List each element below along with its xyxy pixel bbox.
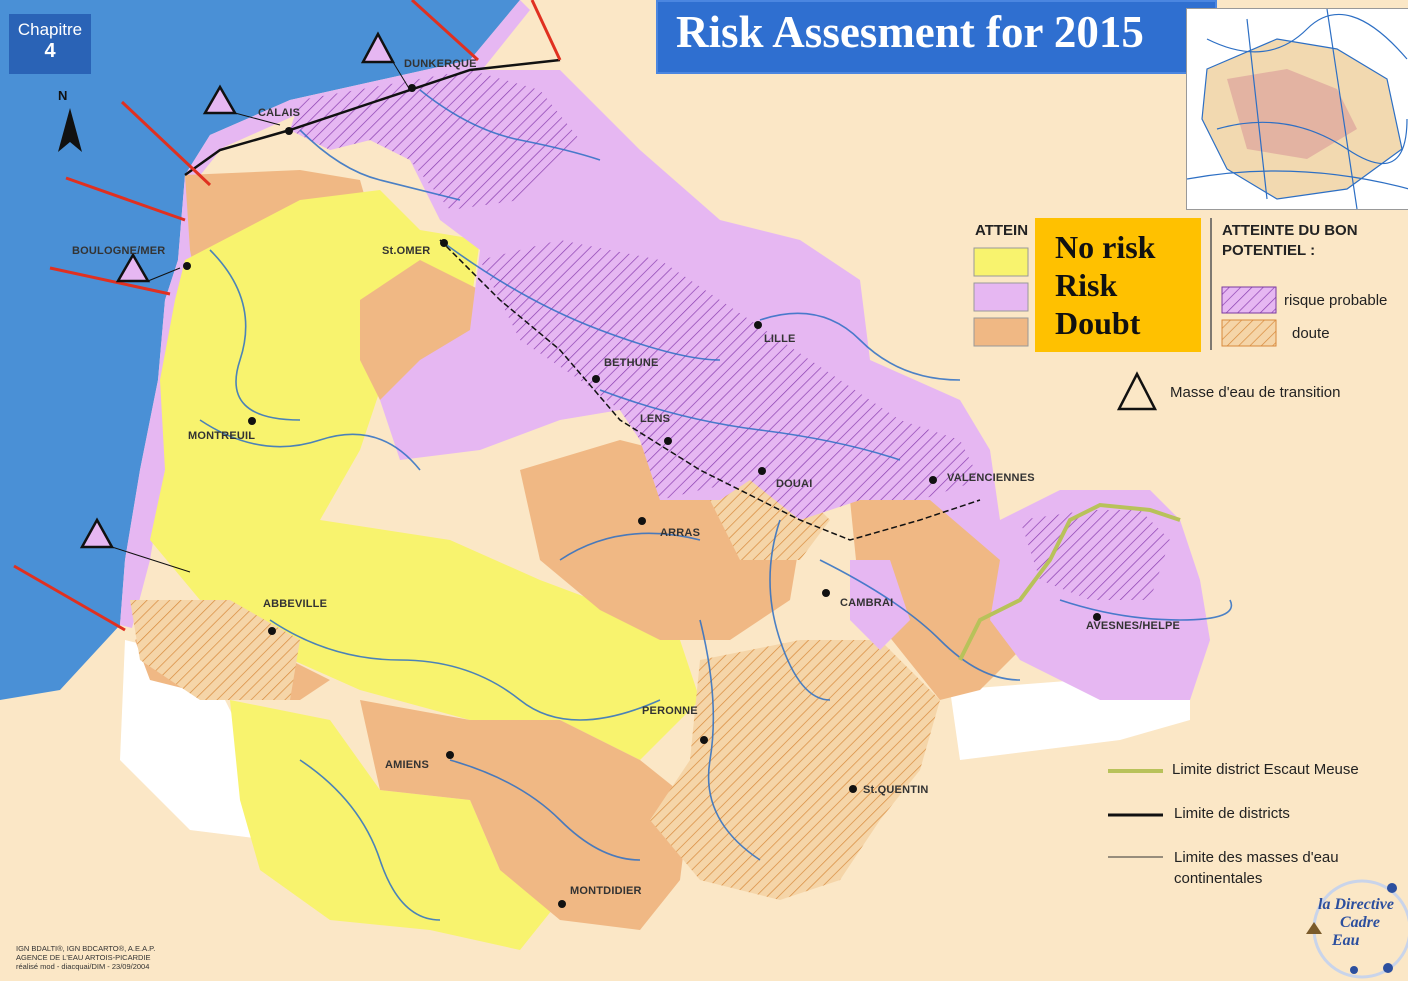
credit-line: IGN BDALTI®, IGN BDCARTO®, A.E.A.P. (16, 944, 156, 953)
overlay-legend-risk: Risk (1055, 267, 1118, 303)
legend-left-header: ATTEIN (975, 222, 1029, 239)
legend-swatch-risk (973, 282, 1029, 312)
chapter-number: 4 (44, 40, 56, 62)
zone-risk-cambrai (850, 560, 910, 650)
directive-cadre-eau-logo: la Directive Cadre Eau (1292, 874, 1408, 981)
credit-line: AGENCE DE L'EAU ARTOIS-PICARDIE (16, 953, 151, 962)
legend-right-header-2: POTENTIEL : (1222, 242, 1316, 259)
zone-doubt-east (850, 500, 1030, 700)
page-title: Risk Assesment for 2015 (676, 7, 1144, 57)
inset-map (1186, 8, 1408, 210)
legend-swatch-risque-probable (1221, 286, 1277, 314)
red-pointer-lines (13, 0, 562, 632)
city-label: CAMBRAI (840, 597, 894, 609)
zone-hatched-doubt-sw (130, 600, 300, 700)
city-label: DUNKERQUE (404, 58, 477, 70)
city-dots (183, 84, 1101, 908)
city-label: CALAIS (258, 107, 301, 119)
legend-transition: Masse d'eau de transition (1170, 384, 1341, 401)
city-label: BOULOGNE/MER (72, 245, 166, 257)
city-label: MONTDIDIER (570, 885, 642, 897)
map-credits: IGN BDALTI®, IGN BDCARTO®, A.E.A.P. AGEN… (16, 944, 155, 971)
city-label: LENS (640, 413, 671, 425)
white-area-south-west (120, 640, 270, 840)
legend-doute: doute (1292, 325, 1330, 342)
legend-swatch-doute (1221, 319, 1277, 347)
zone-hatched-doubt-south (650, 640, 940, 900)
chapter-label: Chapitre (17, 20, 83, 39)
credit-line: réalisé mod - diacquai/DIM - 23/09/2004 (16, 962, 150, 971)
rivers (199, 89, 1233, 921)
city-label: St.OMER (382, 245, 431, 257)
city-label: DOUAI (776, 478, 813, 490)
city-label: AVESNES/HELPE (1086, 620, 1181, 632)
legend-masses-2: continentales (1174, 870, 1263, 887)
sea (0, 0, 520, 700)
legend-districts: Limite de districts (1174, 805, 1290, 822)
city-label: MONTREUIL (188, 430, 256, 442)
district-limit-north (184, 58, 561, 177)
zone-no-risk-south (230, 700, 560, 950)
city-label: BETHUNE (604, 357, 659, 369)
city-label: ABBEVILLE (263, 598, 328, 610)
legend-masses-1: Limite des masses d'eau (1174, 849, 1339, 866)
escaut-meuse-limit (958, 502, 1181, 661)
north-label: N (58, 88, 68, 103)
legend-right-header-1: ATTEINTE DU BON (1222, 222, 1358, 239)
title-banner: Risk Assesment for 2015 (656, 0, 1217, 74)
north-arrow-icon (58, 108, 82, 152)
overlay-legend-doubt: Doubt (1055, 305, 1141, 341)
zone-hatched-risk-central (480, 240, 980, 520)
zone-hatched-risk-east (1020, 510, 1170, 600)
legend-triangle-icon (1116, 371, 1158, 411)
legend-risque-probable: risque probable (1284, 292, 1388, 309)
zone-no-risk-west (150, 190, 700, 760)
city-label: PERONNE (642, 705, 698, 717)
logo-line: Eau (1332, 932, 1360, 949)
legend-escaut-meuse: Limite district Escaut Meuse (1172, 761, 1359, 778)
legend-swatch-doubt (973, 317, 1029, 347)
district-limit-south (439, 239, 981, 541)
logo-line: Cadre (1340, 914, 1380, 931)
city-label: ARRAS (660, 527, 701, 539)
city-label: VALENCIENNES (947, 472, 1035, 484)
city-label: St.QUENTIN (863, 784, 929, 796)
zone-doubt-amiens (360, 700, 690, 930)
legend-swatch-no-risk (973, 247, 1029, 277)
chapter-badge: Chapitre 4 (9, 14, 91, 74)
city-label: AMIENS (385, 759, 429, 771)
overlay-legend-box: No risk Risk Doubt (1035, 218, 1201, 352)
logo-line: la Directive (1318, 896, 1394, 913)
city-label: LILLE (764, 333, 796, 345)
overlay-legend-no-risk: No risk (1055, 229, 1156, 265)
transition-triangles (79, 31, 396, 549)
